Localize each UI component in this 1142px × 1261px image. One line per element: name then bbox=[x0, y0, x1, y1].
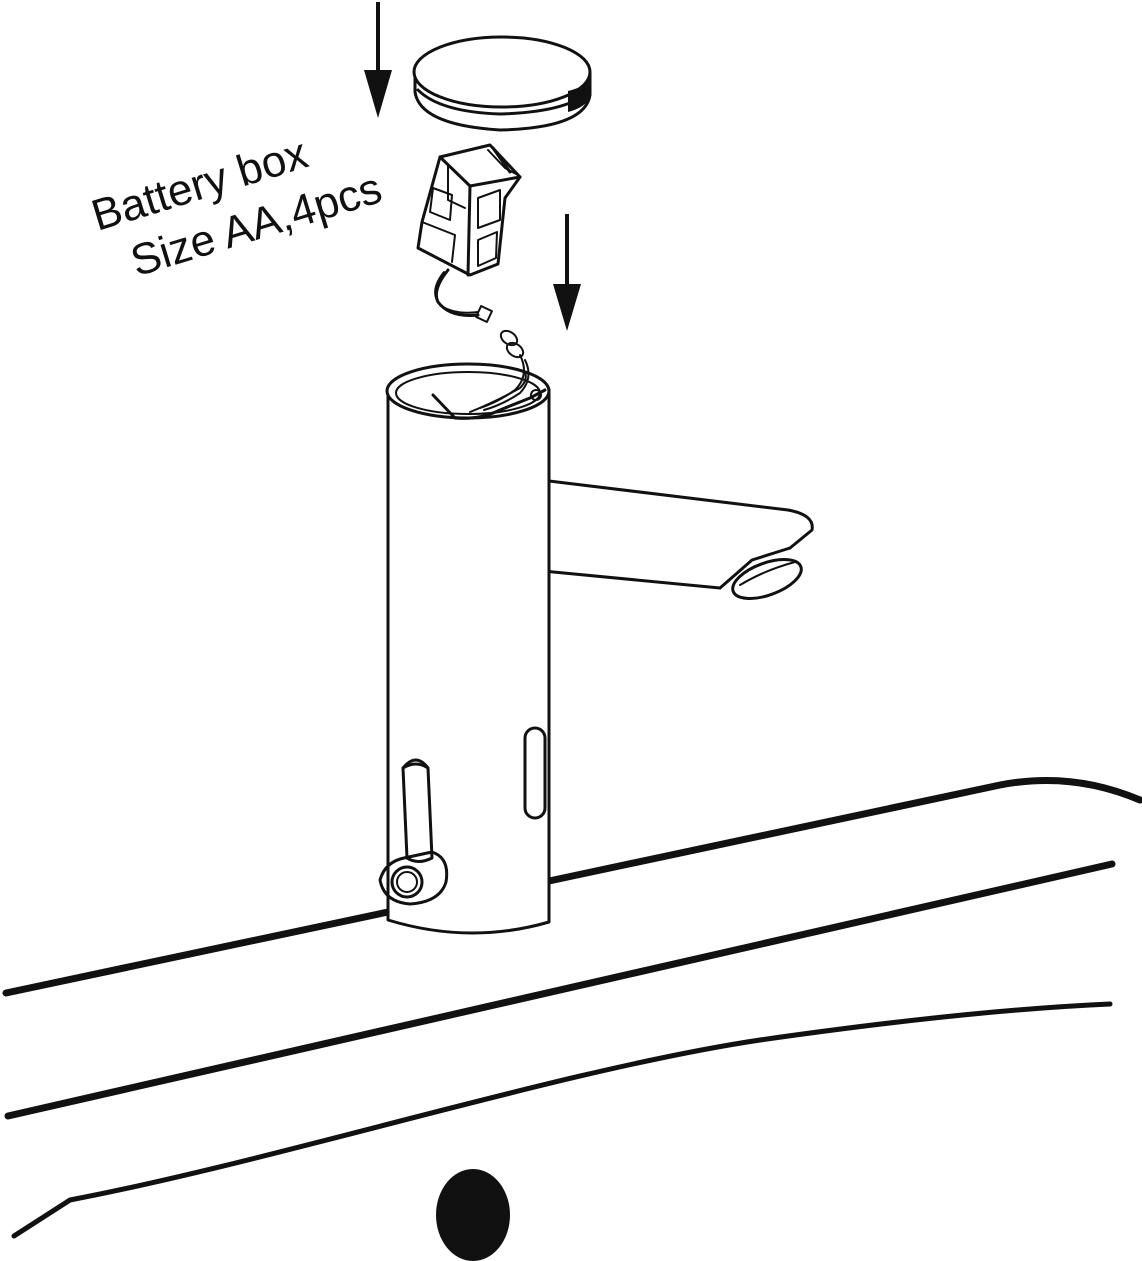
faucet-icon bbox=[378, 362, 551, 935]
countertop bbox=[2, 776, 1142, 1239]
battery-cap-icon bbox=[412, 35, 592, 132]
drain-hole-icon bbox=[436, 1169, 510, 1261]
arrow-down-icon bbox=[553, 214, 581, 331]
battery-box-icon bbox=[416, 143, 542, 411]
arrow-down-icon bbox=[364, 2, 392, 118]
battery-label-group: Battery box Size AA,4pcs bbox=[86, 129, 387, 287]
faucet-spout bbox=[506, 479, 814, 600]
